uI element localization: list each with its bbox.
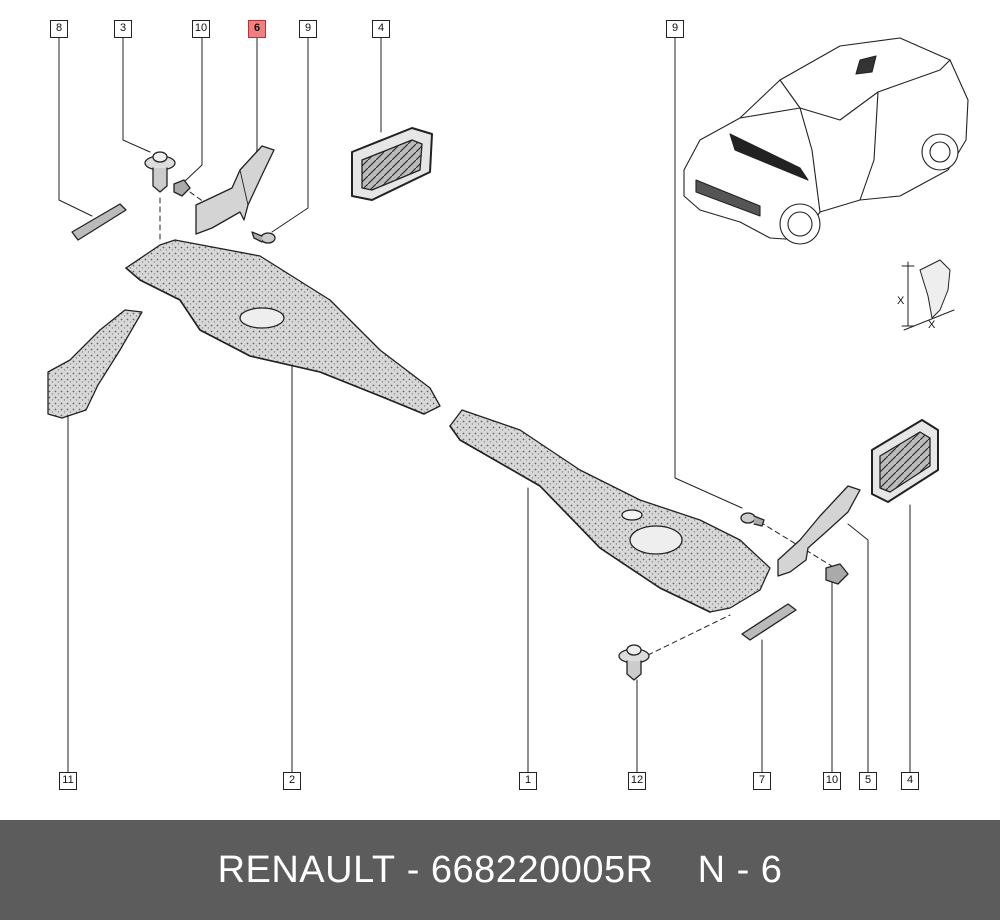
dimension-label-x-horizontal: X <box>928 319 936 331</box>
footer-ref-label: N - 6 <box>697 848 783 891</box>
part-12-push-clip <box>618 644 650 681</box>
part-9-screw-left <box>251 231 276 244</box>
callout-5: 5 <box>859 772 877 790</box>
callout-9-top-left: 9 <box>299 20 317 38</box>
part-3-push-clip <box>144 151 176 193</box>
callout-10-bottom: 10 <box>823 772 841 790</box>
dimension-symbol <box>901 259 955 331</box>
part-1-tray-right <box>449 409 771 613</box>
part-7-strip <box>741 603 797 641</box>
callout-7: 7 <box>753 772 771 790</box>
part-10-clip-left <box>173 179 191 197</box>
callout-4-bottom: 4 <box>901 772 919 790</box>
callout-4-top: 4 <box>372 20 390 38</box>
part-info-footer: RENAULT - 668220005R N - 6 <box>0 820 1000 920</box>
part-6-bracket <box>195 145 275 235</box>
part-10-clip-right <box>825 563 849 585</box>
exploded-parts-drawing: X X <box>47 37 969 773</box>
part-2-tray-left <box>125 239 441 415</box>
callout-8: 8 <box>50 20 68 38</box>
part-8-strip <box>71 203 127 241</box>
leader-lines <box>58 37 911 773</box>
assembly-dash-lines <box>159 191 836 656</box>
part-4-grille-top <box>351 127 433 201</box>
part-5-bracket <box>777 485 861 577</box>
callout-6-highlighted: 6 <box>248 20 266 38</box>
footer-separator: - <box>406 848 420 891</box>
footer-brand: RENAULT <box>217 848 396 891</box>
callout-12: 12 <box>628 772 646 790</box>
callout-2: 2 <box>283 772 301 790</box>
callout-10-top: 10 <box>192 20 210 38</box>
vehicle-thumbnail <box>683 37 969 245</box>
part-4-grille-right <box>871 419 939 503</box>
part-11-grid-bracket <box>47 309 143 419</box>
part-9-screw-right <box>740 512 765 527</box>
callout-1: 1 <box>519 772 537 790</box>
callout-11: 11 <box>59 772 77 790</box>
callout-3: 3 <box>114 20 132 38</box>
footer-part-number: 668220005R <box>430 848 654 891</box>
dimension-label-x-vertical: X <box>897 295 905 307</box>
callout-9-top-right: 9 <box>666 20 684 38</box>
